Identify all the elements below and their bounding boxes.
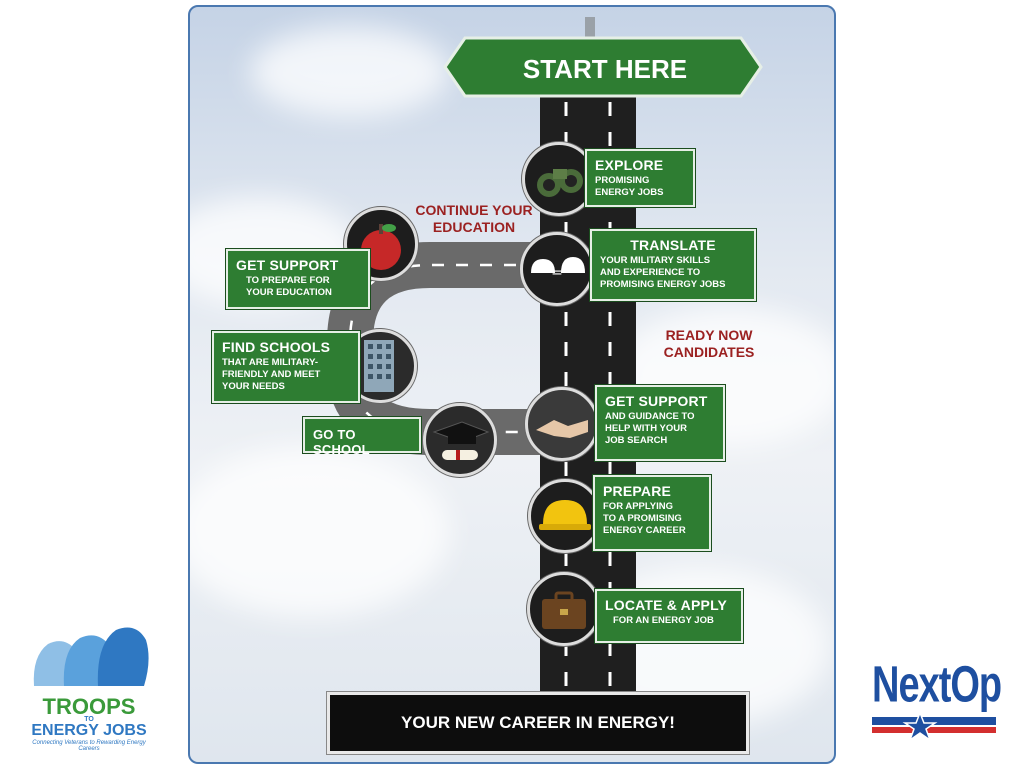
go-to-school-title: GO TO SCHOOL (313, 427, 370, 457)
find-schools-sign: FIND SCHOOLS THAT ARE MILITARY- FRIENDLY… (212, 331, 360, 403)
troops-tagline: Connecting Veterans to Rewarding Energy … (32, 740, 146, 752)
svg-text:=: = (551, 265, 563, 281)
go-to-school-sign: GO TO SCHOOL (303, 417, 421, 457)
get-support-job-sign: GET SUPPORT AND GUIDANCE TO HELP WITH YO… (595, 385, 725, 461)
prepare-title: PREPARE (603, 483, 672, 499)
soldier-silhouettes-icon (33, 627, 149, 686)
troops-to-energy-jobs-logo: TROOPS TO ENERGY JOBS Connecting Veteran… (24, 616, 154, 752)
binoculars-icon (522, 142, 596, 216)
energy-jobs-wordmark: ENERGY JOBS (31, 722, 147, 739)
start-here-sign (443, 36, 763, 98)
locate-apply-sign: LOCATE & APPLY FOR AN ENERGY JOB (595, 589, 743, 643)
ready-now-label: READY NOW CANDIDATES (663, 327, 755, 360)
nextop-wordmark: NextOp (872, 657, 1002, 714)
get-support-edu-title: GET SUPPORT (236, 257, 339, 273)
locate-apply-subtitle: FOR AN ENERGY JOB (613, 615, 714, 626)
translate-sign: TRANSLATE YOUR MILITARY SKILLS AND EXPER… (590, 229, 756, 301)
cloud (190, 447, 450, 617)
find-schools-title: FIND SCHOOLS (222, 339, 331, 355)
get-support-edu-subtitle: TO PREPARE FOR YOUR EDUCATION (246, 275, 332, 298)
get-support-job-subtitle: AND GUIDANCE TO HELP WITH YOUR JOB SEARC… (605, 411, 695, 446)
helmet-equals-hardhat-icon: = (520, 232, 594, 306)
explore-subtitle: PROMISING ENERGY JOBS (595, 175, 664, 198)
troops-wordmark: TROOPS (42, 694, 136, 719)
handshake-icon (525, 387, 599, 461)
prepare-subtitle: FOR APPLYING TO A PROMISING ENERGY CAREE… (603, 501, 686, 536)
hardhat-icon (528, 479, 602, 553)
continue-education-label: CONTINUE YOUR EDUCATION (415, 202, 533, 235)
new-career-banner: YOUR NEW CAREER IN ENERGY! (327, 692, 749, 754)
get-support-edu-sign: GET SUPPORT TO PREPARE FOR YOUR EDUCATIO… (226, 249, 370, 309)
find-schools-subtitle: THAT ARE MILITARY- FRIENDLY AND MEET YOU… (222, 357, 321, 392)
start-here-label: START HERE (522, 54, 688, 84)
star-stripes-icon (872, 713, 996, 742)
locate-apply-title: LOCATE & APPLY (605, 597, 728, 613)
graduation-cap-diploma-icon (423, 403, 497, 477)
explore-sign: EXPLORE PROMISING ENERGY JOBS (585, 149, 695, 207)
translate-subtitle: YOUR MILITARY SKILLS AND EXPERIENCE TO P… (600, 255, 726, 290)
prepare-sign: PREPARE FOR APPLYING TO A PROMISING ENER… (593, 475, 711, 551)
get-support-job-title: GET SUPPORT (605, 393, 708, 409)
troops-to-word: TO (84, 716, 94, 723)
translate-title: TRANSLATE (630, 237, 716, 253)
briefcase-icon (527, 572, 601, 646)
nextop-logo: NextOp (872, 645, 1002, 745)
explore-title: EXPLORE (595, 157, 664, 173)
cloud (250, 27, 450, 117)
career-roadmap-panel: START HERE CONTINUE YOUR EDUCATION READY… (188, 5, 836, 764)
